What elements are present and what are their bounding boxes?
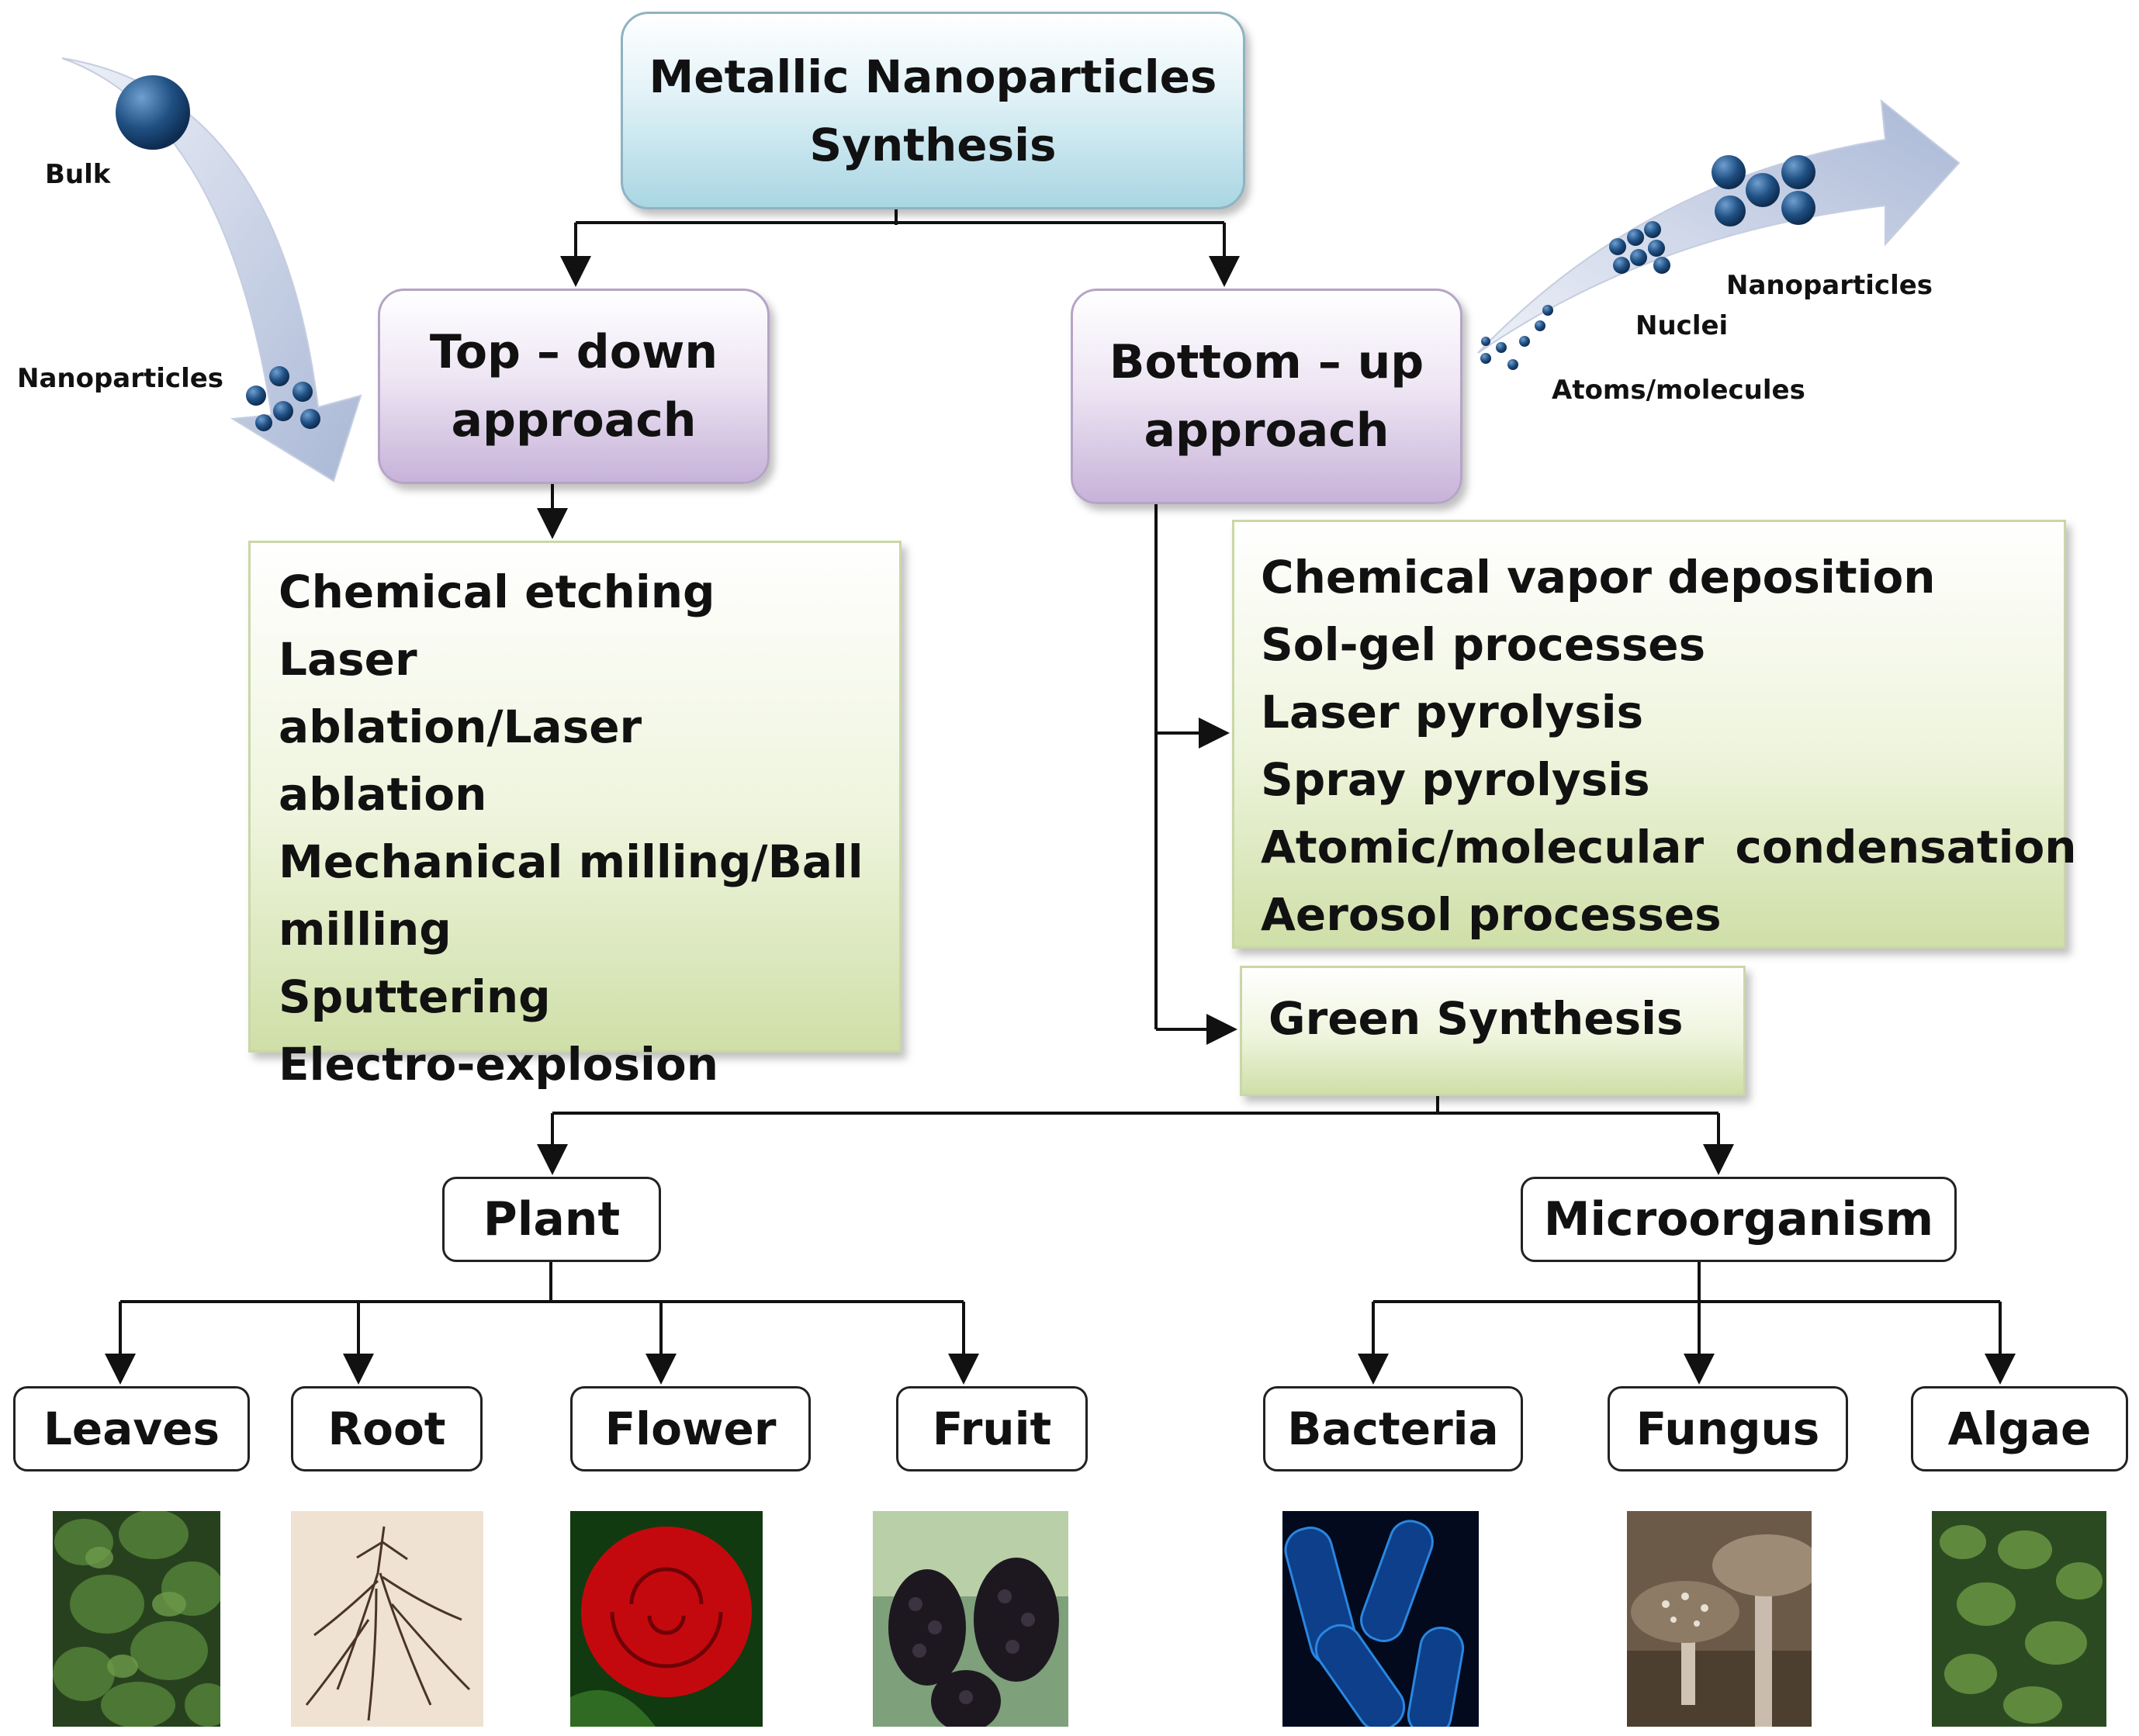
fungus-label: Fungus: [1635, 1402, 1820, 1455]
nanoparticles-label-left: Nanoparticles: [17, 363, 224, 394]
leaves-label: Leaves: [43, 1402, 220, 1455]
top-down-method: Electro-explosion: [279, 1038, 719, 1091]
algae-node: Algae: [1911, 1386, 2128, 1471]
bottom-up-method: Atomic/molecular condensation: [1261, 821, 2077, 873]
bulk-label: Bulk: [45, 159, 111, 190]
leaves-node: Leaves: [13, 1386, 250, 1471]
nuclei-label: Nuclei: [1635, 310, 1729, 341]
algae-label: Algae: [1947, 1402, 2092, 1455]
bacteria-label: Bacteria: [1287, 1402, 1499, 1455]
flower-node: Flower: [570, 1386, 811, 1471]
green-synthesis-label: Green Synthesis: [1269, 992, 1684, 1045]
fungus-photo: [1627, 1511, 1812, 1727]
bottom-up-method: Aerosol processes: [1261, 888, 1722, 941]
leaves-photo: [53, 1511, 220, 1727]
fruit-node: Fruit: [896, 1386, 1088, 1471]
nuclei-cluster: [1609, 221, 1670, 274]
microorganism-node: Microorganism: [1521, 1177, 1957, 1262]
root-node: Root: [291, 1386, 483, 1471]
bottom-up-arrow-graphic: [1477, 99, 1961, 370]
flower-label: Flower: [604, 1402, 777, 1455]
bacteria-node: Bacteria: [1263, 1386, 1523, 1471]
bacteria-photo: [1282, 1511, 1479, 1727]
bottom-up-method: Sol-gel processes: [1261, 618, 1706, 671]
top-down-methods-box: Chemical etching Laser ablation/Laser ab…: [248, 541, 902, 1091]
algae-photo: [1932, 1511, 2106, 1727]
top-down-method: Sputtering: [279, 970, 551, 1023]
green-synthesis-node: Green Synthesis: [1240, 966, 1746, 1096]
plant-node: Plant: [442, 1177, 661, 1262]
top-down-method: Laser ablation/Laser ablation: [279, 633, 642, 821]
nanoparticle-cluster-right: [1712, 155, 1815, 227]
top-down-label: Top – down approach: [429, 325, 718, 448]
bottom-up-methods-box: Chemical vapor deposition Sol-gel proces…: [1232, 520, 2077, 949]
microorganism-label: Microorganism: [1543, 1192, 1934, 1247]
nanoparticles-label-right: Nanoparticles: [1726, 270, 1933, 301]
title-text: Metallic Nanoparticles Synthesis: [649, 50, 1217, 171]
bottom-up-approach-node: Bottom – up approach: [1071, 289, 1462, 504]
atoms-molecules-label: Atoms/molecules: [1552, 375, 1805, 406]
bottom-up-method: Chemical vapor deposition: [1261, 551, 1936, 603]
root-label: Root: [327, 1402, 446, 1455]
root-photo: [291, 1511, 483, 1727]
plant-label: Plant: [483, 1192, 621, 1247]
fruit-photo: [873, 1511, 1068, 1727]
bottom-up-label: Bottom – up approach: [1109, 335, 1424, 458]
bulk-particle: [116, 75, 190, 150]
top-down-arrow-graphic: [61, 57, 362, 482]
nanoparticle-cluster-left: [246, 366, 320, 431]
top-down-method: Chemical etching: [279, 565, 715, 618]
flower-photo: [570, 1511, 763, 1727]
top-down-method: Mechanical milling/Ball milling: [279, 835, 864, 956]
atoms-dots: [1480, 305, 1553, 370]
top-down-approach-node: Top – down approach: [378, 289, 770, 484]
bottom-up-method: Spray pyrolysis: [1261, 753, 1650, 806]
title-node: Metallic Nanoparticles Synthesis: [621, 12, 1245, 209]
fungus-node: Fungus: [1608, 1386, 1848, 1471]
fruit-label: Fruit: [932, 1402, 1052, 1455]
bottom-up-method: Laser pyrolysis: [1261, 686, 1644, 738]
